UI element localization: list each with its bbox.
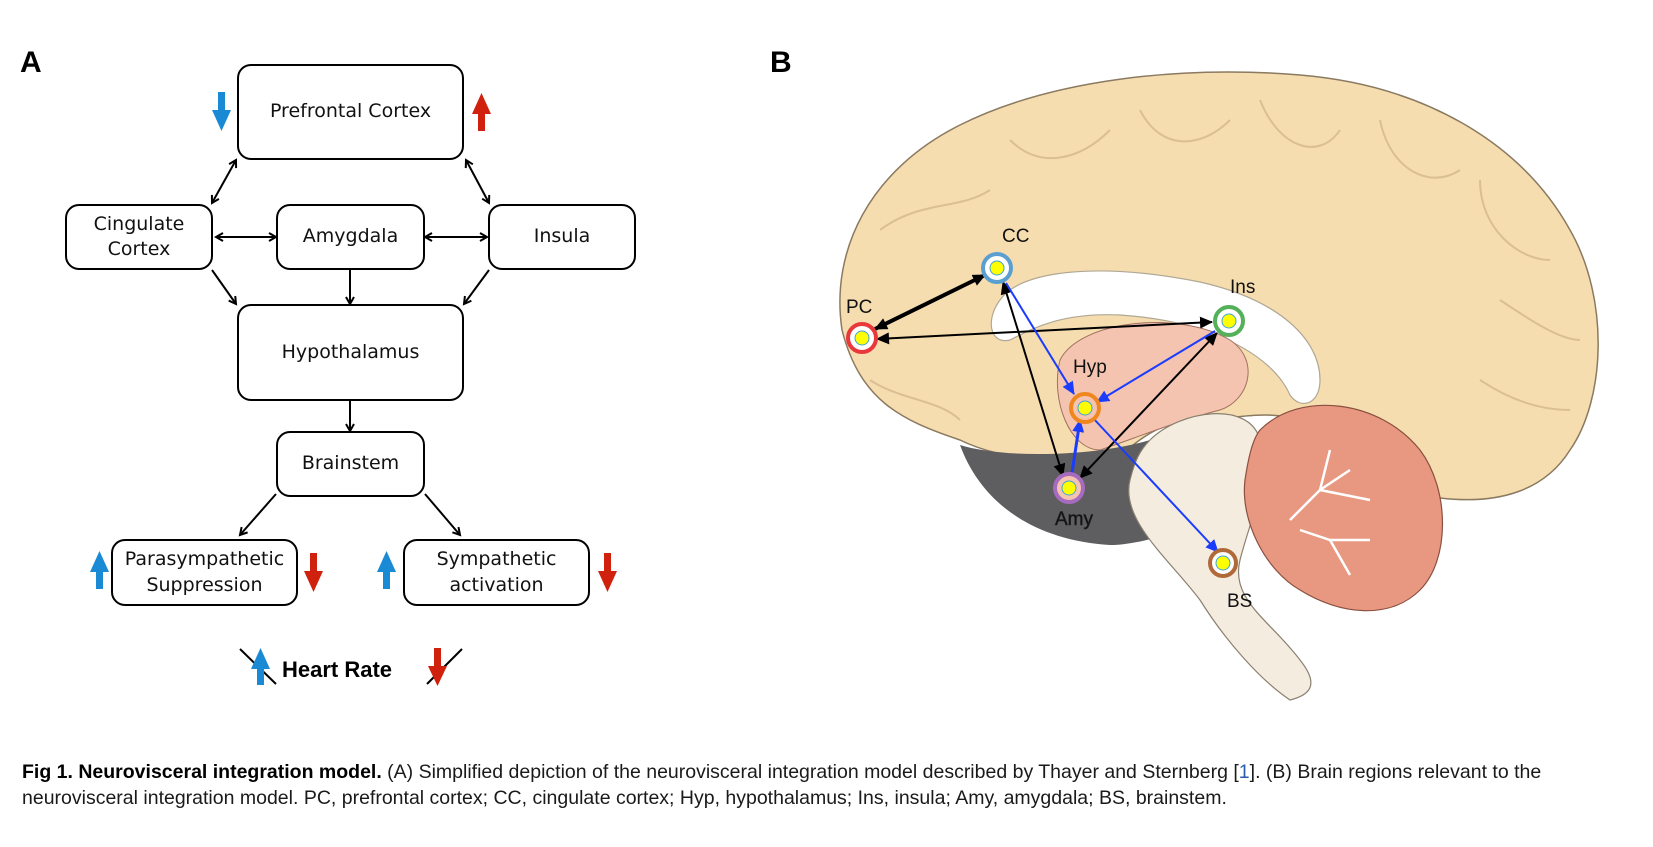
arrow-pfc-cingulate (212, 160, 236, 203)
parasympathetic-down-red-arrow-icon (304, 553, 323, 592)
arrow-pfc-insula (466, 160, 489, 203)
caption-text-part2: ]. (B) Brain regions relevant to the neu… (22, 761, 1542, 809)
caption-text-part1: (A) Simplified depiction of the neurovis… (381, 761, 1239, 783)
arrow-insula-hypothalamus (464, 269, 490, 304)
connection-cc-amy (1000, 281, 1066, 477)
cerebellum-shape (1243, 404, 1443, 612)
pfc-down-blue-arrow-icon (212, 92, 231, 131)
heartrate-up-blue-arrow-icon (251, 648, 270, 685)
connection-ins-amy (1079, 332, 1218, 479)
node-parasympathetic-suppression: Parasympathetic Suppression (111, 539, 298, 606)
label-ins: Ins (1230, 277, 1255, 298)
sympathetic-down-red-arrow-icon (598, 553, 617, 592)
caption-title: Fig 1. Neurovisceral integration model. (22, 761, 382, 783)
node-cingulate-cortex: Cingulate Cortex (65, 204, 213, 270)
heartrate-down-red-arrow-icon (428, 648, 447, 686)
heart-rate-label: Heart Rate (282, 657, 393, 682)
connection-cc-hyp (1005, 282, 1075, 395)
node-sympathetic-activation: Sympathetic activation (403, 539, 590, 606)
arrow-brainstem-sympathetic (424, 493, 460, 535)
panel-a-connectors (90, 92, 617, 686)
node-amy-icon (1053, 472, 1085, 504)
node-hypothalamus: Hypothalamus (237, 304, 464, 401)
connection-amy-hyp (1070, 419, 1085, 474)
pfc-up-red-arrow-icon (472, 93, 491, 131)
panel-a-letter: A (20, 46, 42, 79)
connection-ins-hyp (1096, 330, 1216, 403)
label-bs: BS (1227, 591, 1252, 612)
caption-reference-link[interactable]: 1 (1238, 761, 1250, 783)
node-cc-icon (981, 252, 1013, 284)
node-hyp-icon (1069, 392, 1101, 424)
node-amygdala: Amygdala (276, 204, 425, 270)
parasympathetic-up-blue-arrow-icon (90, 551, 109, 589)
figure-caption: Fig 1. Neurovisceral integration model. … (22, 759, 1632, 811)
arrow-brainstem-parasympathetic (240, 493, 277, 535)
node-bs-icon (1208, 548, 1238, 578)
node-ins-icon (1213, 305, 1245, 337)
label-amy: Amy (1055, 509, 1094, 530)
sympathetic-up-blue-arrow-icon (377, 551, 396, 589)
arrow-cingulate-hypothalamus (211, 269, 236, 304)
node-prefrontal-cortex: Prefrontal Cortex (237, 64, 464, 160)
node-brainstem: Brainstem (276, 431, 425, 497)
connection-hyp-bs (1092, 417, 1219, 553)
node-pc-icon (846, 322, 878, 354)
brain-illustration: PC CC Ins Hyp Amy BS (839, 71, 1599, 701)
label-hyp: Hyp (1073, 357, 1107, 378)
label-cc: CC (1002, 226, 1029, 247)
label-pc: PC (846, 297, 872, 318)
panel-b-letter: B (770, 46, 792, 79)
arbor-vitae (1289, 449, 1371, 576)
node-insula: Insula (488, 204, 636, 270)
gyri-lines (869, 99, 1581, 421)
